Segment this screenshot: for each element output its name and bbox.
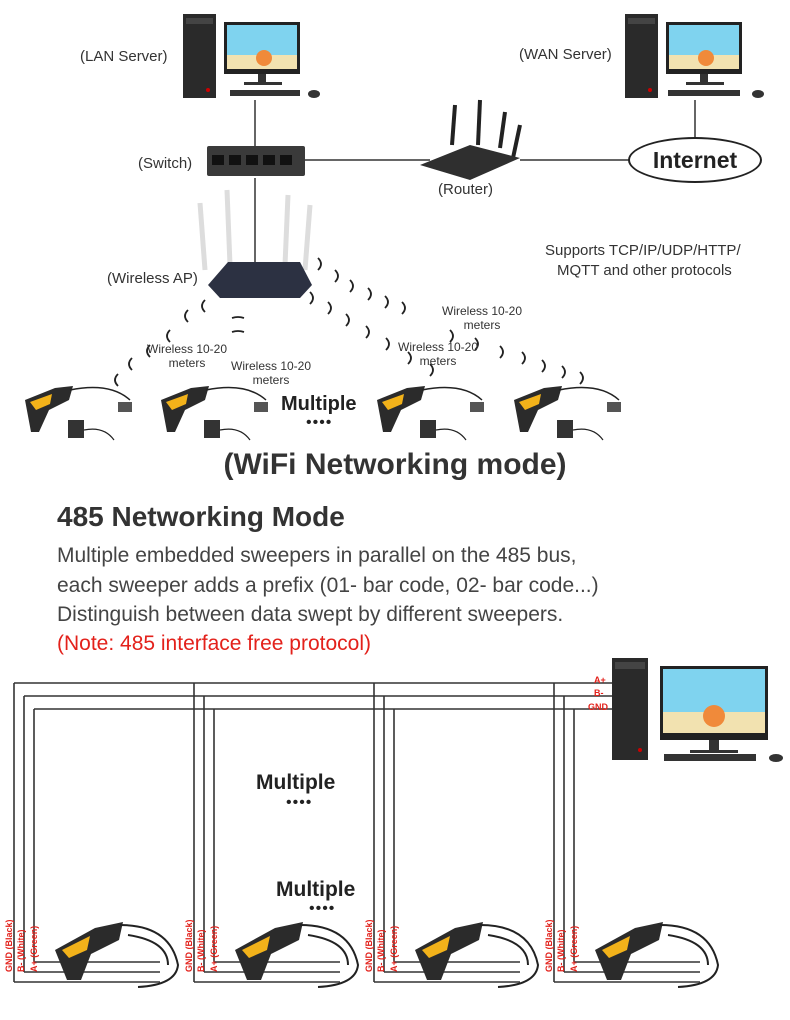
wifi-scanner-3: [377, 386, 484, 441]
protocols-line-2: MQTT and other protocols: [557, 262, 732, 279]
internet-label: Internet: [652, 146, 738, 173]
wire-a-label-2: A+ (Green): [209, 925, 219, 972]
rs485-scanner-4: [595, 922, 720, 988]
wan-server-monitor: [666, 22, 764, 98]
wire-gnd-label-4: GND (Black): [544, 919, 554, 972]
bus-gnd-label: GND: [588, 702, 608, 712]
rs485-multiple-dots-2: ••••: [309, 900, 336, 917]
wire-b-label-4: B- (White): [556, 929, 566, 973]
rs485-line-2: each sweeper adds a prefix (01- bar code…: [57, 574, 599, 597]
network-links: [254, 100, 696, 262]
rs485-scanner-2: [235, 922, 360, 988]
lan-server-tower: [183, 14, 216, 98]
wire-gnd-label-2: GND (Black): [184, 919, 194, 972]
wireless-ap-label: (Wireless AP): [107, 270, 198, 287]
wifi-waves: [114, 257, 584, 387]
rs485-pc-monitor: [660, 666, 783, 762]
rs485-multiple-dots-1: ••••: [286, 794, 313, 811]
router-device: [420, 99, 522, 180]
rs485-scanner-3: [415, 922, 540, 988]
router-label: (Router): [438, 181, 494, 198]
switch-device: [207, 146, 305, 176]
wire-gnd-label-1: GND (Black): [4, 919, 14, 972]
rs485-line-1: Multiple embedded sweepers in parallel o…: [57, 544, 577, 567]
wifi-mode-title: (WiFi Networking mode): [223, 448, 567, 481]
wire-b-label-3: B- (White): [376, 929, 386, 973]
wire-gnd-label-3: GND (Black): [364, 919, 374, 972]
rs485-title: 485 Networking Mode: [57, 501, 345, 532]
bus-a-label: A+: [594, 675, 606, 685]
lan-server-monitor: [224, 22, 320, 98]
rs485-pc-tower: [612, 658, 648, 760]
wifi-multiple-dots: ••••: [306, 414, 333, 431]
wire-b-label-1: B- (White): [16, 929, 26, 973]
wan-server-label: (WAN Server): [519, 46, 612, 63]
wireless-ap-device: [197, 189, 313, 298]
rs485-note: (Note: 485 interface free protocol): [57, 632, 371, 655]
wifi-multiple-label: Multiple: [281, 393, 357, 415]
bus-b-label: B-: [594, 688, 604, 698]
wifi-scanner-4: [514, 386, 621, 441]
wire-a-label-1: A+ (Green): [29, 925, 39, 972]
wifi-scanner-1: [25, 386, 132, 441]
switch-label: (Switch): [138, 155, 193, 172]
rs485-line-3: Distinguish between data swept by differ…: [57, 603, 564, 626]
wifi-diagram: [25, 14, 764, 441]
rs485-diagram: [13, 658, 783, 988]
wire-b-label-2: B- (White): [196, 929, 206, 973]
rs485-multiple-label-1: Multiple: [256, 771, 336, 794]
wifi-scanner-2: [161, 386, 268, 441]
internet-cloud: Internet: [628, 137, 762, 183]
wire-a-label-3: A+ (Green): [389, 925, 399, 972]
wan-server-tower: [625, 14, 658, 98]
lan-server-label: (LAN Server): [80, 48, 168, 65]
bus-wires: [13, 682, 700, 983]
wire-a-label-4: A+ (Green): [569, 925, 579, 972]
rs485-scanner-1: [55, 922, 180, 988]
rs485-multiple-label-2: Multiple: [276, 878, 356, 901]
protocols-line-1: Supports TCP/IP/UDP/HTTP/: [545, 242, 741, 259]
